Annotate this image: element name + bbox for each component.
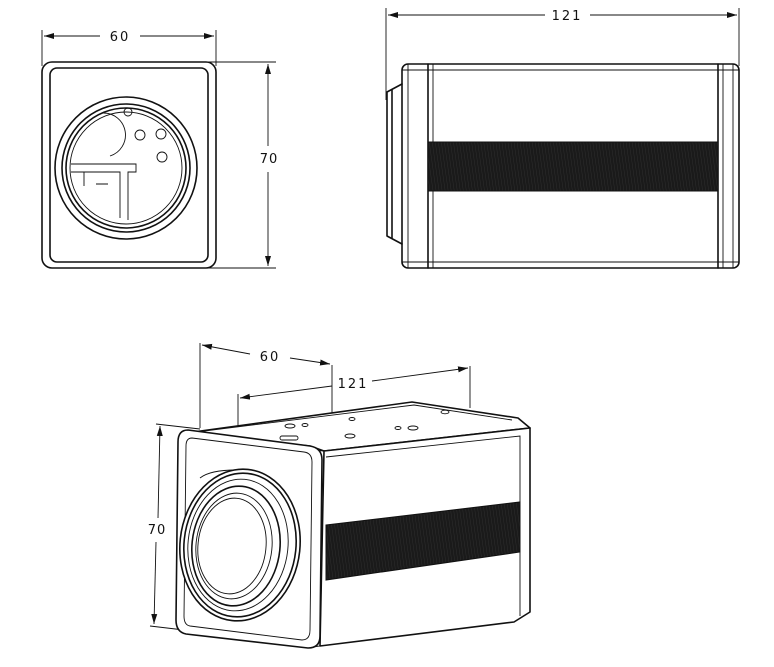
front-screw-1 — [123, 107, 133, 117]
front-view: 60 70 — [41, 30, 279, 269]
front-lens-ring-4 — [69, 111, 183, 225]
front-lens-internal-arc — [102, 112, 126, 157]
side-view: 121 — [385, 8, 740, 269]
front-width-dimension: 60 — [41, 30, 217, 66]
side-length-label: 121 — [552, 9, 583, 24]
front-width-label: 60 — [110, 30, 131, 45]
iso-width-label: 60 — [260, 350, 281, 365]
side-length-dimension: 121 — [385, 8, 740, 100]
side-black-band — [427, 141, 719, 192]
iso-top-holes — [279, 409, 450, 441]
iso-width-dimension: 60 — [199, 343, 333, 448]
side-lens-protrusion — [386, 83, 403, 245]
front-lens-outer-ring — [54, 96, 198, 240]
iso-black-band — [325, 501, 521, 581]
iso-height-label: 70 — [148, 523, 167, 538]
iso-length-dimension: 121 — [237, 366, 471, 462]
front-screw-4 — [156, 151, 168, 163]
front-lens-ring-3 — [65, 107, 187, 229]
iso-lens — [179, 468, 301, 622]
front-screw-3 — [155, 128, 167, 140]
front-lens-ring-2 — [61, 103, 191, 233]
front-internal-bracket — [71, 163, 137, 220]
iso-length-label: 121 — [338, 377, 369, 392]
isometric-view: 60 121 70 — [148, 343, 531, 649]
side-body-outline — [401, 63, 740, 269]
front-screw-2 — [134, 129, 146, 141]
front-height-label: 70 — [260, 152, 279, 167]
front-face-plate — [49, 67, 209, 263]
front-height-dimension: 70 — [205, 61, 279, 269]
front-body-outline — [41, 61, 217, 269]
